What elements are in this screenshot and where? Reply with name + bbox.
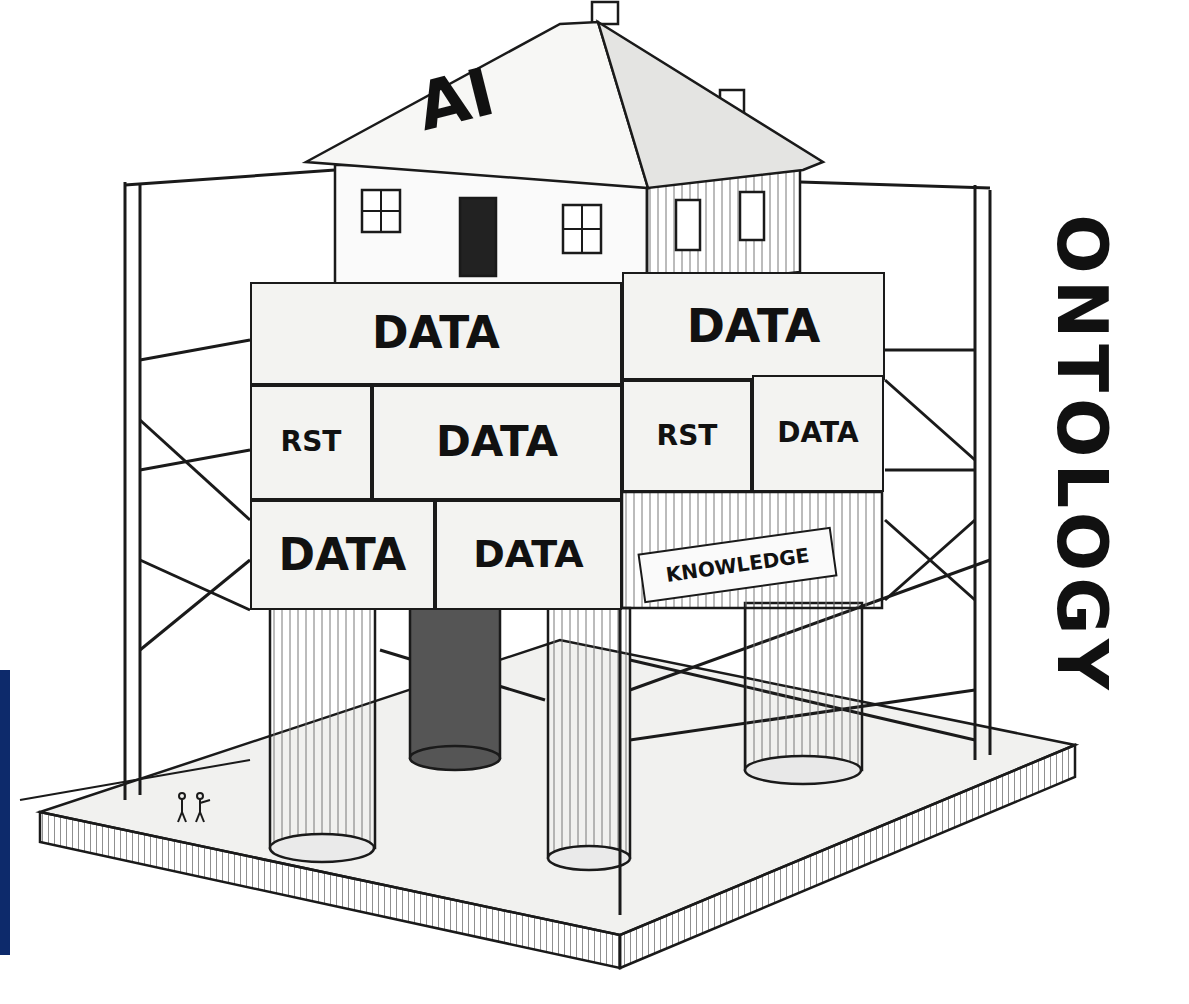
data-block: DATA xyxy=(622,272,885,380)
vertical-title: ONTOLOGY xyxy=(1039,175,1125,735)
block-label: RST xyxy=(281,427,342,458)
block-face xyxy=(622,492,882,608)
knowledge-sign: KNOWLEDGE xyxy=(637,527,837,604)
block-label: DATA xyxy=(473,534,583,576)
data-block: DATA xyxy=(250,500,435,610)
pillars xyxy=(270,603,862,915)
block-label: DATA xyxy=(687,301,821,352)
block-label: DATA xyxy=(372,309,500,357)
block-label: KNOWLEDGE xyxy=(664,544,810,586)
block-label: DATA xyxy=(279,531,407,579)
chimney xyxy=(592,2,618,24)
people xyxy=(178,793,210,822)
data-block: RST xyxy=(622,380,752,492)
data-block: DATA xyxy=(250,282,622,385)
roof-outline xyxy=(298,12,828,194)
data-block: DATA xyxy=(752,375,884,492)
data-block: RST xyxy=(250,385,372,500)
block-label: DATA xyxy=(436,419,558,465)
block-label: DATA xyxy=(777,418,858,449)
data-block: DATA xyxy=(372,385,622,500)
block-label: RST xyxy=(657,421,718,452)
data-block: DATA xyxy=(435,500,622,610)
edge-bar xyxy=(0,670,10,955)
roof-shape: AI xyxy=(298,12,828,194)
